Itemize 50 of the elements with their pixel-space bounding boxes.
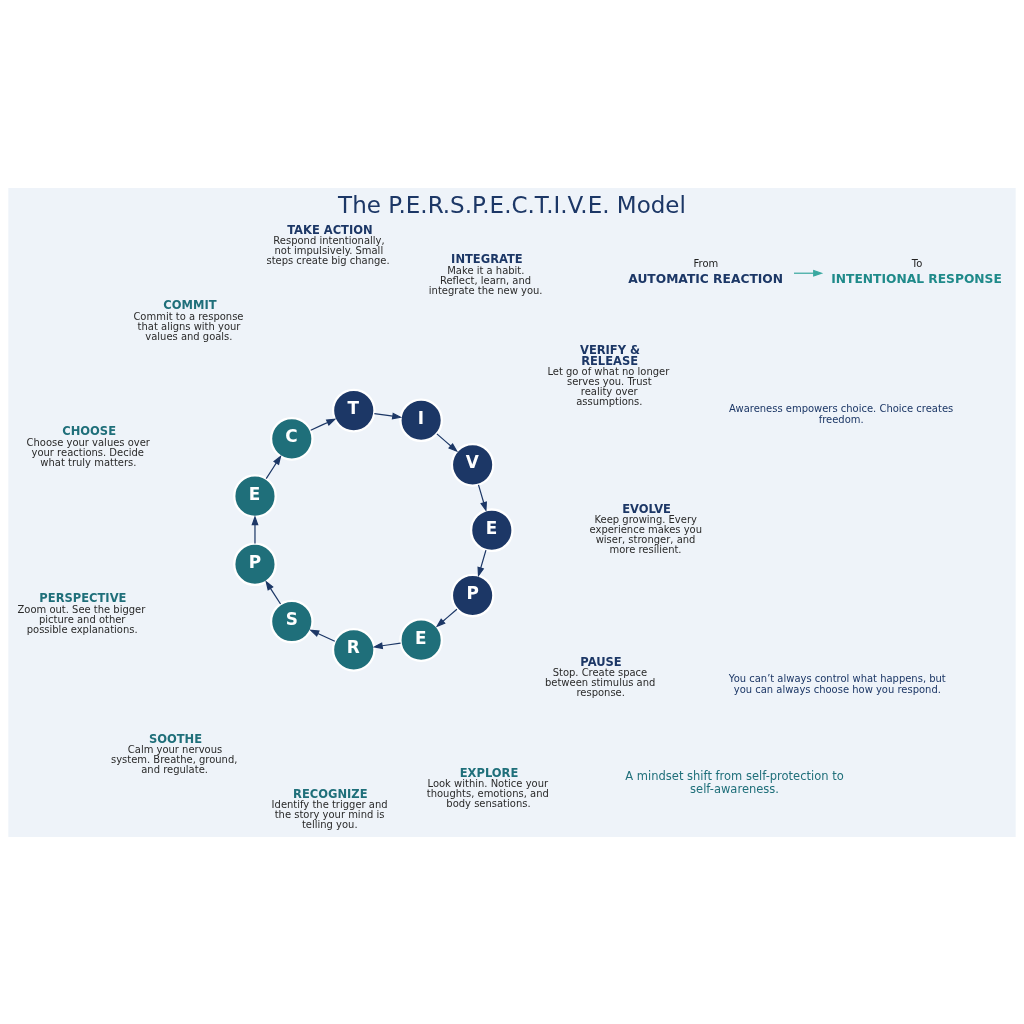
node-label: COMMIT (163, 297, 217, 312)
arrow (435, 608, 458, 627)
arrow (251, 514, 259, 544)
node-circle: E (233, 473, 277, 518)
node-label: EXPLORE (459, 765, 519, 780)
node-label: CHOOSE (62, 423, 116, 438)
arrow (373, 412, 403, 420)
arrow (265, 579, 282, 605)
node-circle: R (331, 627, 376, 672)
node-label: Respond intentionally, not impulsively. Small steps create big change. (266, 234, 390, 266)
node-label: Keep growing. Every experience makes you wiser, stronger, and more resilient. (589, 513, 703, 555)
arrow (372, 641, 402, 649)
node-label: Look within. Notice your thoughts, emotions, and body sensations. (426, 777, 549, 809)
node-label: Choose your values over your reactions. Decide what truly matters. (26, 436, 150, 467)
node-label: PERSPECTIVE (39, 590, 127, 605)
node-circle: P (233, 541, 277, 586)
node-circle: I (399, 397, 443, 442)
node-label: Identify the trigger and the story your mind is telling you. (271, 798, 388, 830)
node-text: To INTENTIONAL RESPONSE (831, 257, 1002, 286)
node-circle: E (399, 617, 443, 662)
node-circle: E (469, 507, 514, 552)
node-label: Calm your nervous system. Breathe, ground, and regulate. (110, 743, 238, 775)
node-circle: S (269, 599, 314, 643)
node-circle: T (331, 388, 376, 432)
node-label: Zoom out. See the bigger picture and other possible explanations. (17, 603, 146, 635)
node-label: TAKE ACTION (287, 222, 373, 237)
label: A mindset shift from self-protection to self-awareness. (625, 768, 844, 796)
arrow (265, 454, 282, 479)
node-circle: C (269, 416, 314, 461)
node-label: Commit to a response that aligns with your values and goals. (133, 310, 244, 342)
label: You can’t always control what happens, but you can always choose how you respond. (728, 672, 946, 695)
diagram-title: The P.E.R.S.P.E.C.T.I.V.E. Model (338, 191, 686, 218)
node-text: From AUTOMATIC REACTION (628, 257, 784, 286)
arrow (309, 628, 336, 642)
node-label: VERIFY & RELEASE (579, 342, 641, 368)
label: Awareness empowers choice. Choice creates freedom. (729, 402, 954, 425)
node-label: Make it a habit. Reflect, learn, and integrate the new you. (428, 264, 543, 296)
node-label: Let go of what no longer serves you. Trust reality over assumptions. (547, 365, 670, 407)
arrow (793, 269, 824, 277)
node-label: EVOLVE (622, 501, 671, 516)
node-label: PAUSE (580, 654, 622, 669)
arrow (477, 549, 487, 577)
arrow (436, 432, 459, 452)
node-label: RECOGNIZE (293, 786, 368, 801)
arrow (310, 417, 337, 431)
node-circle: P (450, 573, 495, 617)
arrow (477, 483, 487, 512)
node-label: INTEGRATE (451, 251, 523, 266)
node-label: Stop. Create space between stimulus and response. (544, 666, 656, 698)
node-label: SOOTHE (148, 731, 203, 746)
